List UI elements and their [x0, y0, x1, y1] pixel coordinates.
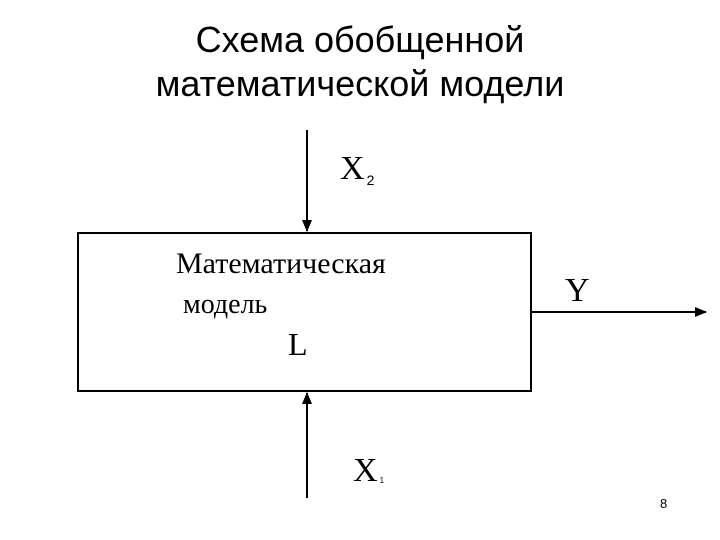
title-line-2: математической модели — [155, 63, 565, 104]
title-line-1: Схема обобщенной — [195, 19, 525, 60]
input-bottom-letter: X — [353, 452, 378, 489]
box-label-line-2: модель — [183, 289, 267, 320]
input-bottom-subscript: 1 — [380, 476, 385, 485]
input-top-subscript: 2 — [367, 172, 375, 188]
box-label-line-1: Математическая — [176, 247, 386, 280]
page-number: 8 — [660, 496, 668, 511]
slide-title: Схема обобщенной математической модели — [0, 18, 720, 106]
model-box — [77, 232, 532, 392]
output-label: Y — [565, 272, 590, 309]
input-top-letter: X — [340, 150, 365, 187]
box-operator-label: L — [288, 326, 308, 362]
